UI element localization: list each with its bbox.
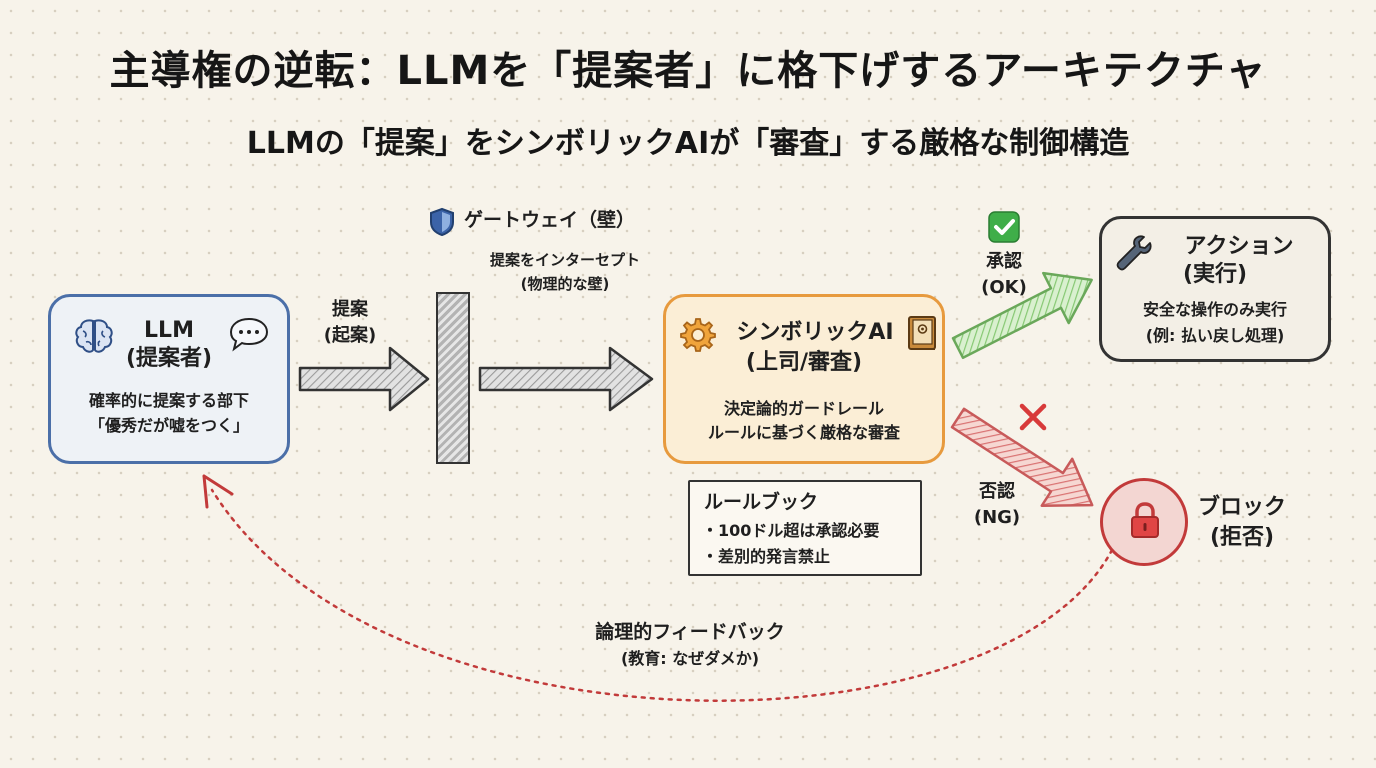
proposal-arrow xyxy=(298,346,430,412)
rulebook-item: ・差別的発言禁止 xyxy=(702,547,831,566)
gear-icon xyxy=(680,318,716,352)
gateway-desc-2: (物理的な壁) xyxy=(520,275,610,293)
symbolic-ai-node: シンボリックAI (上司/審査) 決定論的ガードレール ルールに基づく厳格な審査 xyxy=(663,294,945,464)
block-node xyxy=(1100,478,1188,566)
shield-icon xyxy=(430,207,454,237)
brain-icon xyxy=(75,319,113,353)
page-title: 主導権の逆転：LLMを「提案者」に格下げするアーキテクチャ xyxy=(109,48,1267,94)
action-role: (実行) xyxy=(1182,262,1248,287)
block-title: ブロック xyxy=(1197,495,1286,520)
action-desc-2: (例: 払い戻し処理) xyxy=(1145,326,1285,345)
symbolic-desc-1: 決定論的ガードレール xyxy=(723,399,884,418)
llm-desc-1: 確率的に提案する部下 xyxy=(88,391,249,410)
rulebook-title: ルールブック xyxy=(704,491,819,513)
reject-label-1: 否認 xyxy=(979,481,1015,502)
reject-label-2: (NG) xyxy=(973,507,1021,528)
cross-icon xyxy=(1019,403,1047,431)
approve-label-1: 承認 xyxy=(986,251,1022,272)
wrench-icon xyxy=(1116,235,1152,271)
lock-icon xyxy=(1131,502,1159,538)
block-role: (拒否) xyxy=(1209,525,1275,550)
llm-node: LLM (提案者) 確率的に提案する部下 「優秀だが嘘をつく」 xyxy=(48,294,290,464)
feedback-curve xyxy=(210,488,1114,702)
action-desc-1: 安全な操作のみ実行 xyxy=(1142,300,1287,319)
action-title: アクション xyxy=(1184,234,1294,259)
proposal-label-2: (起案) xyxy=(323,325,377,346)
check-icon xyxy=(988,211,1020,243)
proposal-label-1: 提案 xyxy=(332,299,368,320)
symbolic-desc-2: ルールに基づく厳格な審査 xyxy=(707,423,900,442)
llm-role: (提案者) xyxy=(125,346,213,371)
symbolic-role: (上司/審査) xyxy=(745,350,863,375)
symbolic-title: シンボリックAI xyxy=(736,320,894,345)
gateway-header: ゲートウェイ（壁） xyxy=(428,205,678,239)
llm-title: LLM xyxy=(144,318,194,343)
llm-desc-2: 「優秀だが嘘をつく」 xyxy=(88,416,249,435)
feedback-label-2: (教育: なぜダメか) xyxy=(620,649,760,668)
rulebook: ルールブック ・100ドル超は承認必要 ・差別的発言禁止 xyxy=(688,480,922,576)
gateway-to-symbolic-arrow xyxy=(478,346,654,412)
feedback-arrowhead xyxy=(202,474,234,509)
page-subtitle: LLMの「提案」をシンボリックAIが「審査」する厳格な制御構造 xyxy=(246,126,1130,161)
approve-arrow xyxy=(951,271,1093,360)
feedback-label-1: 論理的フィードバック xyxy=(595,621,785,643)
reject-arrow xyxy=(950,407,1094,508)
book-icon xyxy=(908,316,936,350)
gateway-wall xyxy=(436,292,470,464)
gateway-desc-1: 提案をインターセプト xyxy=(489,251,640,269)
approve-label-2: (OK) xyxy=(981,277,1027,298)
gateway-title: ゲートウェイ（壁） xyxy=(464,209,636,231)
speech-bubble-icon xyxy=(229,317,269,352)
rulebook-item: ・100ドル超は承認必要 xyxy=(702,521,880,540)
action-node: アクション (実行) 安全な操作のみ実行 (例: 払い戻し処理) xyxy=(1099,216,1331,362)
